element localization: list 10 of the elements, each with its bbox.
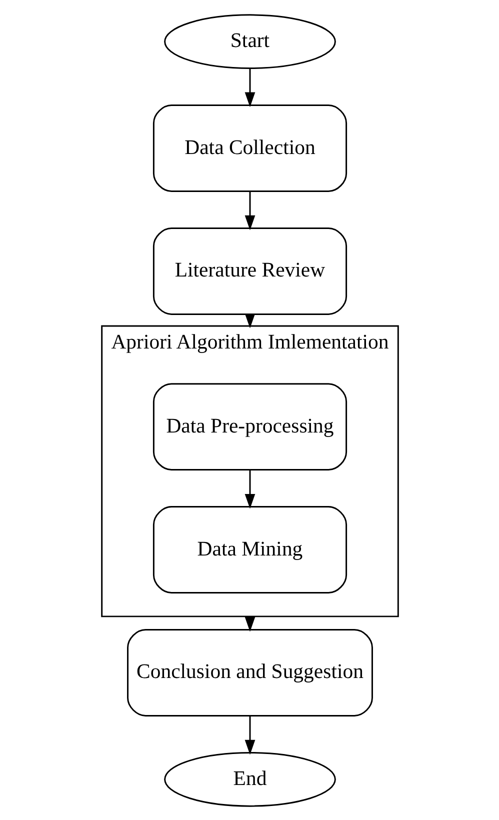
arrow: [244, 191, 255, 230]
arrow: [244, 715, 255, 754]
node-box: Data Collection: [152, 104, 347, 192]
arrow: [244, 68, 255, 107]
node-ellipse: Start: [164, 14, 336, 68]
arrow: [244, 470, 255, 508]
node-ellipse: End: [164, 752, 336, 806]
node-box: Data Mining: [152, 506, 347, 593]
node-box: Data Pre-processing: [152, 382, 347, 470]
node-box: Conclusion and Suggestion: [126, 628, 372, 716]
